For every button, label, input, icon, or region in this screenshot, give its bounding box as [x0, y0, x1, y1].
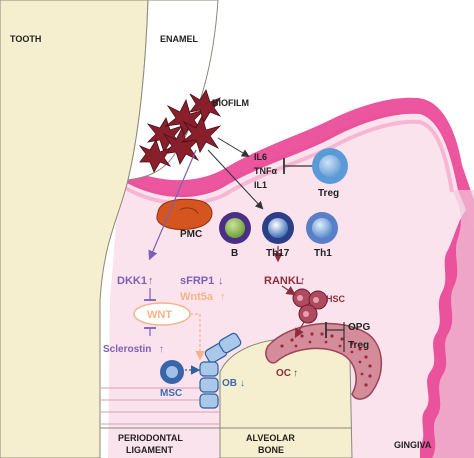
th1-cell: [306, 212, 338, 244]
label-treg-top: Treg: [318, 188, 339, 199]
label-rankl: RANKL: [264, 275, 303, 287]
label-wnt: WNT: [147, 309, 172, 321]
hsc-cluster: [292, 288, 328, 324]
label-treg-right: Treg: [348, 340, 369, 351]
pmc-nucleus: [179, 207, 199, 215]
biofilm-to-cytokines-arrow: [217, 137, 250, 158]
oc-up-arrow: ↑: [293, 368, 298, 379]
hsc-to-oc-arrow: [294, 321, 305, 339]
label-pmc: PMC: [180, 229, 202, 240]
label-alveolar: ALVEOLAR: [246, 433, 295, 443]
label-th1: Th1: [314, 248, 332, 259]
label-th17: Th17: [266, 248, 290, 259]
biofilm-cluster: [138, 89, 222, 173]
th17-cell: [262, 212, 294, 244]
ob-down-arrow: ↓: [240, 378, 245, 389]
gum-edge: [118, 97, 474, 458]
label-sfrp1: sFRP1: [180, 275, 214, 287]
label-msc: MSC: [160, 388, 182, 399]
rankl-to-hsc-arrow: [281, 285, 296, 296]
label-tnfa: TNFα: [254, 166, 277, 176]
dkk1-up-arrow: ↑: [148, 275, 154, 287]
biofilm-to-dkk1-arrow: [148, 149, 197, 261]
enamel-band: [127, 0, 219, 181]
gingiva-wavy-edge: [432, 190, 474, 458]
label-opg: OPG: [348, 322, 370, 333]
label-wnt5a: Wnt5a: [180, 291, 214, 303]
label-tooth: TOOTH: [10, 34, 41, 44]
label-sclerostin: Sclerostin: [103, 344, 151, 355]
pmc-cell: [156, 198, 213, 230]
sfrp1-down-arrow: ↓: [218, 275, 224, 287]
label-bone: BONE: [258, 445, 284, 455]
label-ob: OB: [222, 378, 237, 389]
sclerostin-up-arrow: ↑: [159, 344, 164, 355]
label-enamel: ENAMEL: [160, 34, 199, 44]
label-dkk1: DKK1: [117, 275, 147, 287]
osteoclast-dots: [280, 332, 372, 387]
label-oc: OC: [276, 368, 291, 379]
label-ligament: LIGAMENT: [126, 445, 173, 455]
label-il6: IL6: [254, 152, 267, 162]
label-gingiva: GINGIVA: [394, 440, 432, 450]
biofilm-to-cells-arrow: [207, 149, 264, 210]
wnt5a-up-arrow: ↑: [220, 291, 226, 303]
label-hsc: HSC: [326, 294, 346, 304]
b-cell: [219, 212, 251, 244]
treg-cell-top: [312, 148, 348, 184]
label-il1: IL1: [254, 180, 267, 190]
osteoblast-cells: [199, 332, 242, 409]
label-periodontal: PERIODONTAL: [118, 433, 183, 443]
label-b: B: [231, 248, 238, 259]
rankl-up-arrow: ↑: [300, 275, 306, 287]
msc-cell: [160, 360, 184, 384]
wnt-to-ob-arrow: [190, 313, 205, 361]
label-biofilm: BIOFILM: [212, 98, 249, 108]
